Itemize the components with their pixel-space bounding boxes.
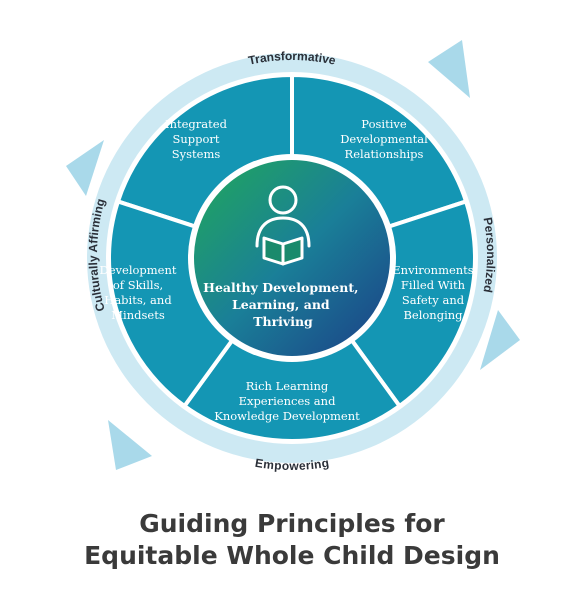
- segment-environments-safety-belonging-label-line: Safety and: [402, 293, 465, 307]
- ring-arrow-icon-left: [66, 140, 104, 196]
- center-label: Healthy Development, Learning, and Thriv…: [203, 280, 363, 329]
- ring-arrow-icon-right: [480, 310, 520, 370]
- segment-integrated-support-systems-label-line: Support: [172, 132, 219, 146]
- segment-positive-developmental-relationships-label-line: Developmental: [340, 132, 428, 146]
- segment-rich-learning-experiences-label-line: Experiences and: [239, 394, 337, 408]
- person-reading-icon: [255, 185, 311, 266]
- segment-integrated-support-systems-label-line: Systems: [172, 147, 221, 161]
- page-title-line-2: Equitable Whole Child Design: [84, 541, 500, 570]
- segment-positive-developmental-relationships-label-line: Relationships: [345, 147, 424, 161]
- ring-label-empowering: Empowering: [254, 456, 330, 473]
- segment-rich-learning-experiences-label-line: Rich Learning: [246, 379, 329, 393]
- ring-arrow-icon-top-right: [428, 40, 470, 98]
- segment-development-skills-habits-mindsets-label-line: Development: [99, 263, 176, 277]
- segment-development-skills-habits-mindsets-label-line: of Skills,: [113, 278, 163, 292]
- segment-positive-developmental-relationships-label-line: Positive: [361, 117, 407, 131]
- segment-rich-learning-experiences-label-line: Knowledge Development: [214, 409, 360, 423]
- ring-label-personalized: Personalized: [481, 216, 498, 293]
- page-title: Guiding Principles for Equitable Whole C…: [0, 508, 584, 572]
- segment-development-skills-habits-mindsets-label-line: Mindsets: [111, 308, 165, 322]
- segment-environments-safety-belonging-label-line: Environments: [392, 263, 474, 277]
- ring-label-transformative: Transformative: [247, 49, 337, 68]
- page-title-line-1: Guiding Principles for: [139, 509, 445, 538]
- ring-arrow-icon-bottom-left: [108, 420, 152, 470]
- segment-environments-safety-belonging-label-line: Filled With: [401, 278, 466, 292]
- segment-environments-safety-belonging-label-line: Belonging: [403, 308, 463, 322]
- segment-integrated-support-systems-label-line: Integrated: [165, 117, 228, 131]
- segment-development-skills-habits-mindsets-label-line: Habits, and: [104, 293, 172, 307]
